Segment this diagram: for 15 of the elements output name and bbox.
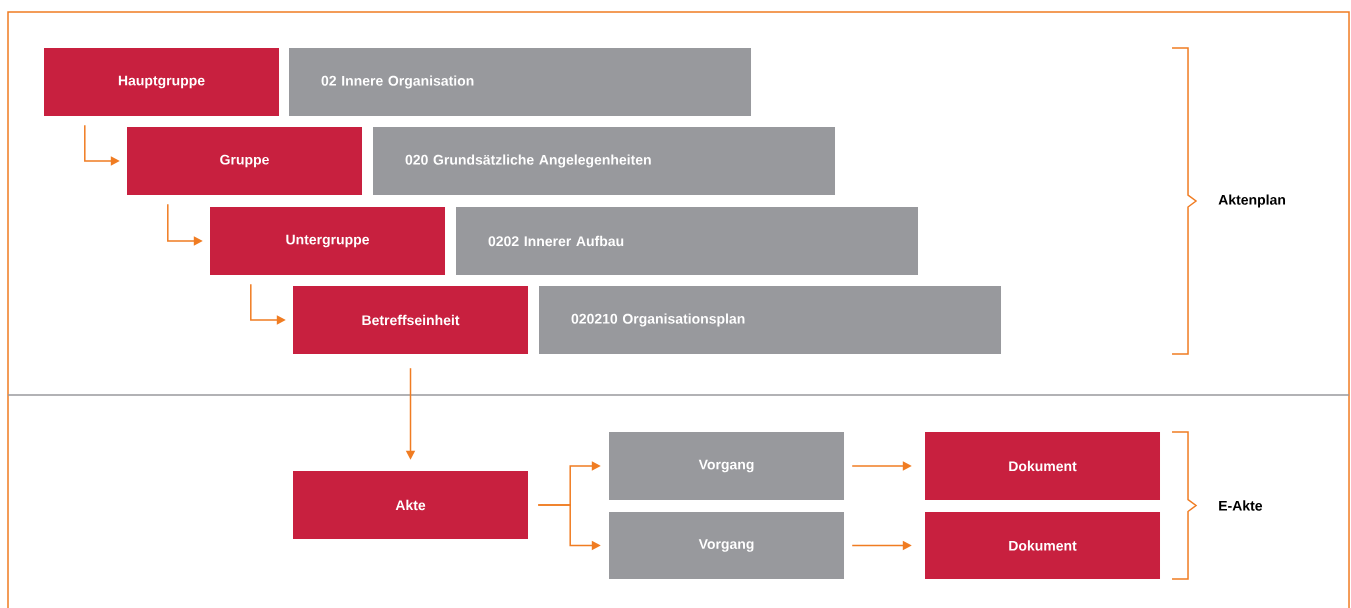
bracket-label: Aktenplan [1218,194,1285,208]
level-box: Dokument [925,432,1160,500]
level-box: Dokument [925,512,1160,579]
level-box: Gruppe [127,127,362,195]
category-box: 0202 Innerer Aufbau [456,207,918,275]
level-box: Hauptgruppe [44,48,279,116]
level-box: Akte [293,471,528,539]
category-box: 02 Innere Organisation [289,48,751,116]
bracket-label: E-Akte [1219,500,1263,511]
level-box: Untergruppe [210,207,445,275]
category-box: 020 Grundsätzliche Angelegenheiten [373,127,835,195]
process-box: Vorgang [609,512,844,579]
category-box: 020210 Organisationsplan [539,286,1001,354]
level-box: Betreffseinheit [293,286,528,354]
process-box: Vorgang [609,432,844,500]
